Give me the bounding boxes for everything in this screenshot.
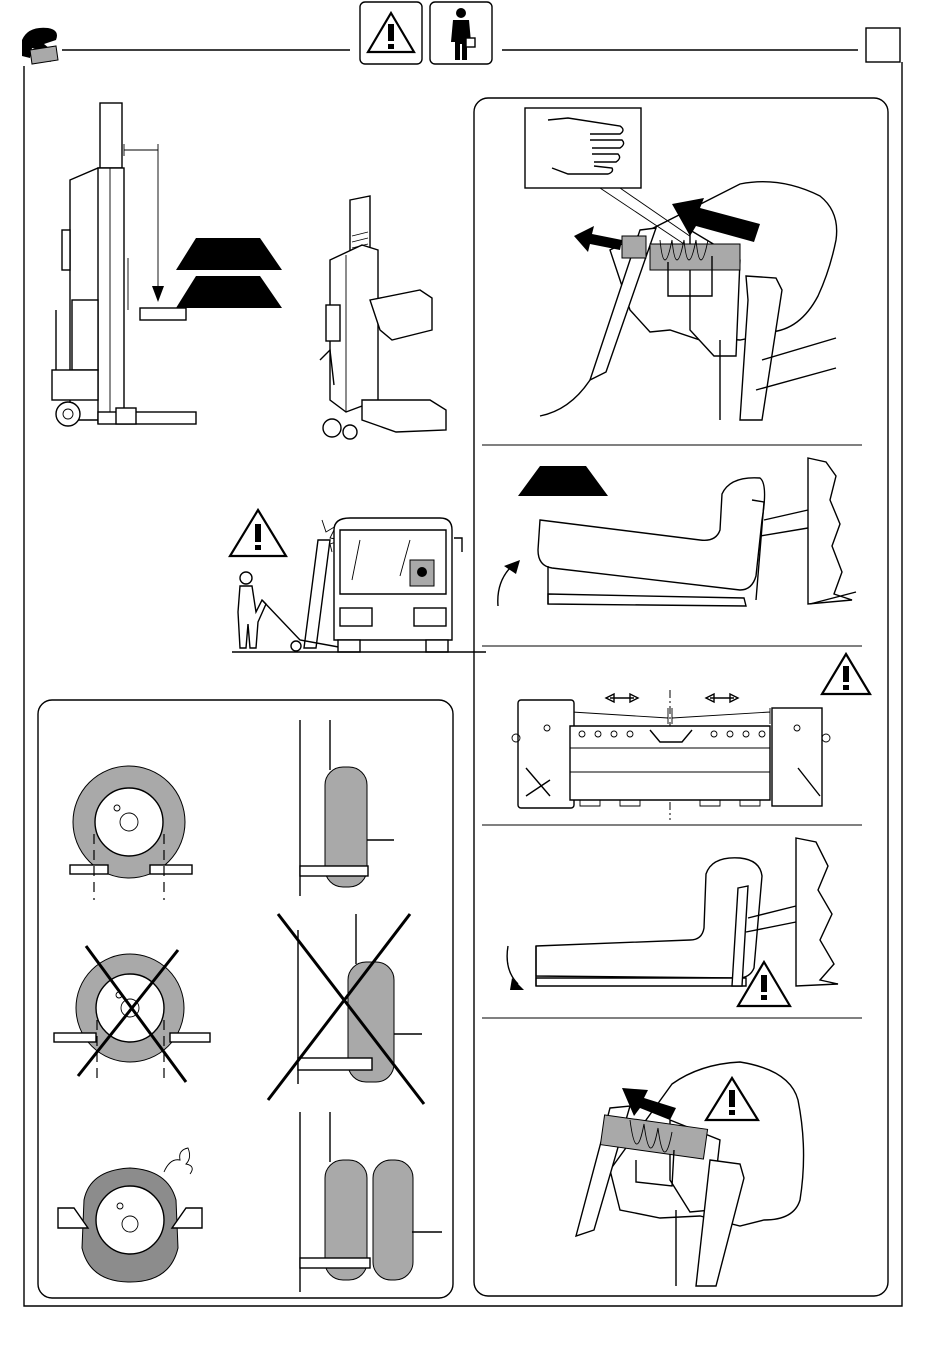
warning-triangle-icon (706, 1078, 758, 1120)
column-lift-side-view (52, 103, 196, 426)
rotation-arrow-icon (507, 946, 518, 984)
up-indicator-icon (518, 466, 608, 496)
step-insert-pin (576, 1062, 804, 1286)
wheel-side-view-incorrect (268, 914, 424, 1104)
wheel-side-view-correct (300, 720, 394, 896)
collision-warning-scene (230, 510, 486, 652)
step-adjust-fork-width (512, 654, 870, 820)
burst-icon (164, 1148, 192, 1174)
step-raise-fork (498, 458, 856, 606)
wheel-front-view-burst (58, 1148, 202, 1282)
column-lift-perspective-view (320, 196, 446, 439)
twin-wheel-side-view (300, 1112, 442, 1292)
bus-front-view (334, 518, 462, 652)
warning-triangle-icon (230, 510, 286, 556)
wheel-front-view-incorrect (54, 946, 210, 1084)
page-frame (24, 62, 902, 1306)
push-arrow-icon (672, 198, 760, 242)
warning-triangle-icon (360, 2, 422, 64)
step-lower-fork (507, 838, 838, 1006)
width-arrow-left-icon (606, 694, 638, 702)
step-pull-pin (525, 108, 837, 420)
rav-logo-icon (22, 28, 58, 64)
up-down-indicator-icon (176, 238, 282, 308)
header (22, 2, 900, 64)
page-number-box (866, 28, 900, 62)
operator-person-icon (430, 2, 492, 64)
operator-figure (238, 572, 266, 648)
pull-arrow-icon (574, 226, 622, 252)
width-arrow-right-icon (706, 694, 738, 702)
wheel-front-view-correct (70, 766, 192, 900)
warning-triangle-icon (822, 654, 870, 694)
